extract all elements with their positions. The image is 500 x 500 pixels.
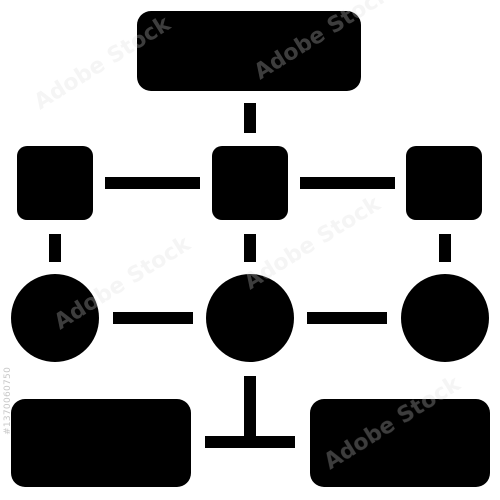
stock-id-label: #1370060750 xyxy=(3,366,13,435)
connector-top-to-center xyxy=(244,103,256,133)
circle-node-center xyxy=(206,274,294,362)
bottom-node-right xyxy=(310,399,490,487)
connector-square-left-center xyxy=(105,177,200,189)
circle-node-left xyxy=(11,274,99,362)
bottom-node-left xyxy=(11,399,191,487)
connector-right-square-circle xyxy=(439,234,451,262)
square-node-left xyxy=(17,146,93,220)
top-node xyxy=(137,11,361,91)
connector-center-circle-down xyxy=(244,376,256,438)
circle-node-right xyxy=(401,274,489,362)
connector-circle-left-center xyxy=(113,312,193,324)
connector-square-center-right xyxy=(300,177,395,189)
connector-circle-center-right xyxy=(307,312,387,324)
connector-bottom-bar xyxy=(205,436,295,448)
connector-center-square-circle xyxy=(244,234,256,262)
square-node-center xyxy=(212,146,288,220)
square-node-right xyxy=(406,146,482,220)
connector-left-square-circle xyxy=(49,234,61,262)
